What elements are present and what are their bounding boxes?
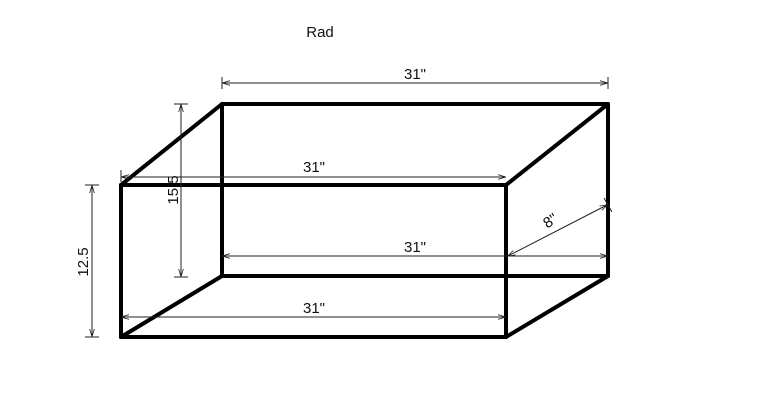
connect-top-right	[504, 102, 610, 187]
dim-line-depth	[508, 205, 607, 256]
connect-top-left	[119, 102, 224, 187]
diagram-title: Rad	[306, 24, 334, 41]
label-top-back-width: 31"	[404, 66, 426, 83]
box-edges	[119, 102, 610, 339]
connect-bottom-right	[504, 274, 610, 339]
dim-tick	[603, 197, 613, 213]
label-back-height: 15.5	[165, 175, 182, 204]
label-bottom-back-width: 31"	[404, 239, 426, 256]
label-depth: 8"	[540, 210, 561, 232]
label-top-front-width: 31"	[303, 159, 325, 176]
label-bottom-front-width: 31"	[303, 300, 325, 317]
dimension-lines	[85, 77, 613, 338]
connect-bottom-left	[119, 274, 224, 339]
label-front-height: 12.5	[75, 247, 92, 276]
